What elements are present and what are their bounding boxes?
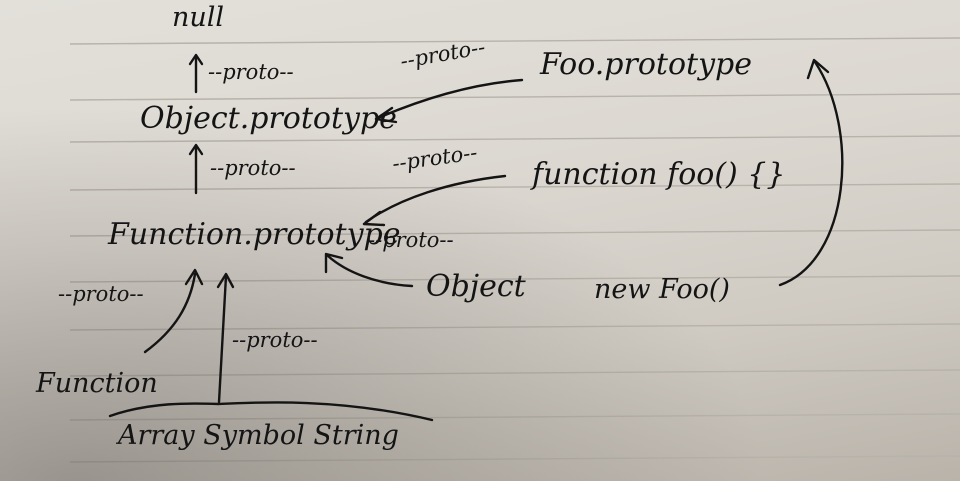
arrowhead-up-icon [188, 53, 204, 66]
function-foo-label: function foo() {} [532, 157, 786, 192]
object-prototype-label: Object.prototype [140, 101, 397, 136]
arrowhead-left-icon [374, 106, 398, 124]
arrow-function-to-function-prototype [143, 272, 197, 354]
rule-line [69, 93, 960, 101]
rule-line [69, 413, 960, 421]
arrowhead-up-icon [806, 58, 830, 80]
null-label: null [172, 2, 225, 33]
new-foo-label: new Foo() [594, 274, 730, 305]
arrowhead-up-icon [216, 272, 235, 289]
arrowhead-left-icon [362, 210, 386, 227]
builtins-label: Array Symbol String [118, 420, 399, 451]
function-label: Function [36, 368, 158, 399]
foo-prototype-label: Foo.prototype [540, 47, 752, 82]
function-prototype-label: Function.prototype [108, 217, 401, 252]
arrowhead-up-icon [184, 268, 204, 286]
arrowhead-up-icon [188, 143, 204, 156]
arrow-foo-prototype-to-object-prototype [376, 78, 524, 120]
arrowhead-up-left-icon [324, 252, 344, 274]
builtins-brace [108, 401, 434, 422]
proto-label-function: --proto-- [58, 282, 144, 306]
rule-line [69, 455, 960, 463]
proto-label-null: --proto-- [208, 60, 294, 84]
rule-line [69, 183, 960, 191]
rule-line [69, 229, 960, 237]
proto-label-object: --proto-- [368, 228, 454, 252]
proto-label-function-prototype-up: --proto-- [210, 156, 296, 180]
object-label: Object [426, 269, 526, 304]
arrow-function-foo-to-function-prototype [364, 174, 507, 224]
arrow-builtins-to-function-prototype [217, 274, 228, 404]
proto-label-builtins: --proto-- [232, 328, 318, 352]
arrow-object-to-function-prototype [326, 254, 414, 288]
rule-line [69, 369, 960, 377]
rule-line [69, 37, 960, 45]
rule-line [69, 275, 960, 283]
arrow-new-foo-to-foo-prototype [778, 60, 844, 287]
rule-line [69, 135, 960, 143]
rule-line [69, 323, 960, 331]
